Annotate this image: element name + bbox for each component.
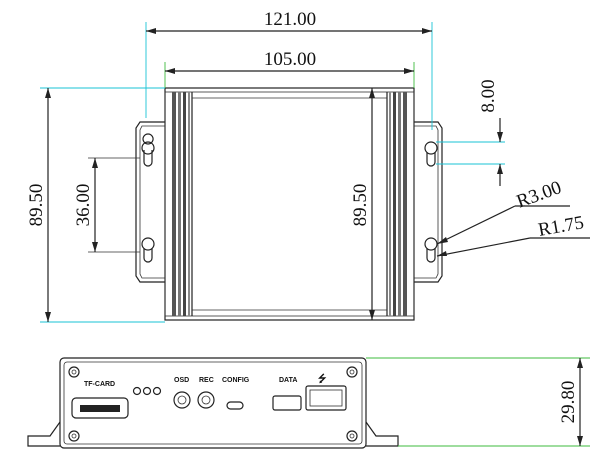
rec-label: REC (199, 377, 214, 384)
left-heatsink-fins (172, 92, 193, 316)
left-flange (135, 121, 165, 283)
dim-slot-radius-label: R3.00 (514, 177, 564, 212)
status-leds (132, 386, 162, 396)
dim-front-height-label: 29.80 (558, 381, 579, 424)
front-panel (59, 357, 367, 449)
tf-card-label: TF-CARD (84, 381, 115, 388)
dim-height-left-label: 89.50 (26, 184, 47, 227)
right-lower-keyhole (424, 237, 438, 263)
data-label: DATA (279, 377, 297, 384)
tf-card-slot (71, 397, 129, 419)
config-port (226, 401, 244, 410)
right-mounting-foot (365, 421, 399, 447)
dim-body-width-label: 105.00 (264, 49, 316, 70)
dim-height-left: 89.50 (26, 87, 165, 323)
dim-hole-spacing: 36.00 (73, 157, 140, 253)
dim-overall-width: 121.00 (145, 9, 433, 130)
dim-overall-width-label: 121.00 (264, 9, 316, 30)
left-upper-keyhole (141, 133, 155, 167)
panel-screws (68, 366, 358, 442)
data-port (272, 395, 302, 411)
dim-flange-offset-label: 8.00 (478, 79, 499, 112)
enclosure-body (164, 87, 415, 321)
dim-hole-spacing-label: 36.00 (73, 184, 94, 227)
dim-height-center-label: 89.50 (350, 184, 371, 227)
dim-hole-radius-label: R1.75 (537, 212, 586, 241)
osd-button (173, 391, 191, 409)
left-mounting-foot (27, 421, 61, 447)
front-view: TF-CARD OSD REC CONFIG DATA ⭍ (27, 357, 590, 449)
rec-button (197, 391, 215, 409)
dim-height-center: 89.50 (350, 88, 375, 320)
dim-hole-radius: R1.75 (436, 212, 590, 257)
dim-body-width: 105.00 (164, 49, 415, 88)
dim-flange-offset: 8.00 (436, 79, 505, 186)
right-flange (414, 121, 443, 283)
top-view: 121.00 105.00 89.50 36.00 (26, 9, 590, 323)
left-lower-keyhole (141, 237, 155, 263)
usb-port (305, 385, 347, 411)
usb-symbol: ⭍ (318, 373, 327, 385)
osd-label: OSD (174, 377, 189, 384)
right-upper-keyhole (424, 141, 438, 167)
right-heatsink-fins (386, 92, 407, 316)
config-label: CONFIG (222, 377, 250, 384)
dim-front-height: 29.80 (366, 357, 590, 447)
